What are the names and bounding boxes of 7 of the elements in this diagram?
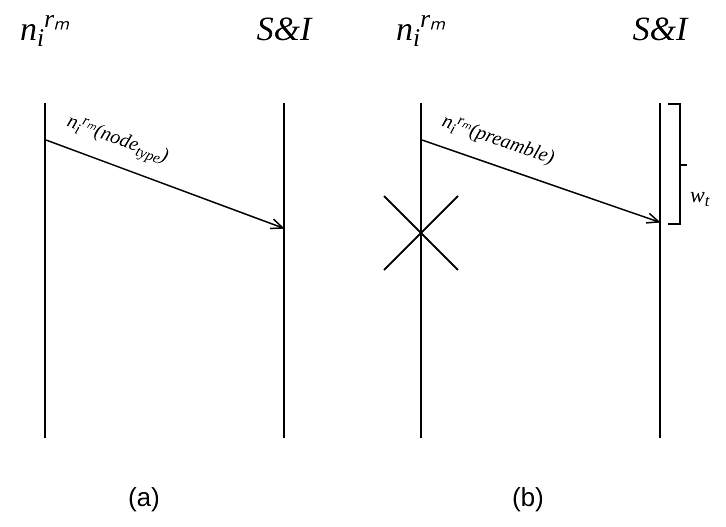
- panel-label: (a): [128, 481, 160, 514]
- arrow: [46, 139, 284, 230]
- panel-label: (b): [512, 481, 544, 514]
- window-label: w$_{t}$: [690, 181, 710, 211]
- arrow: [422, 139, 660, 224]
- lifeline-title: S&I: [256, 10, 314, 50]
- lifeline-title: S&I: [632, 10, 690, 50]
